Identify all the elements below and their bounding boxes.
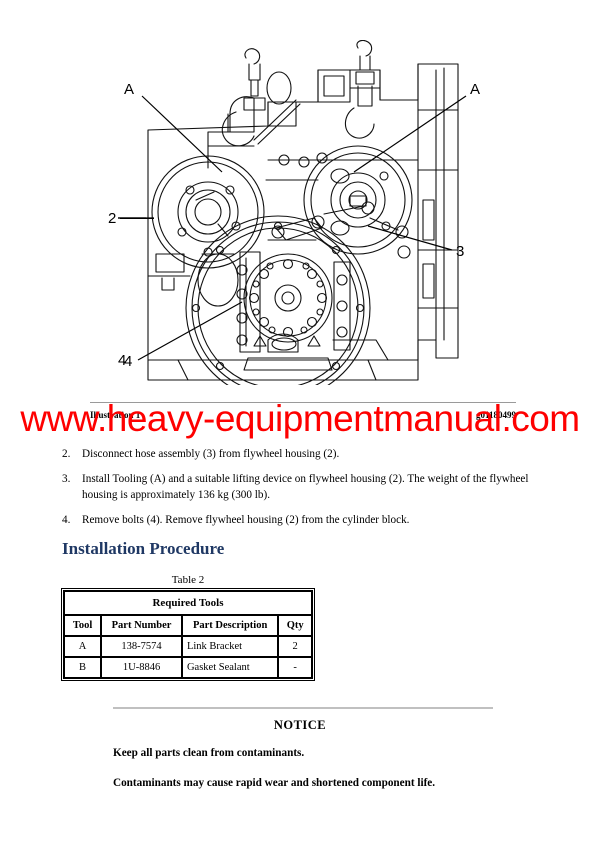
column-header-part-description: Part Description bbox=[181, 615, 279, 636]
required-tools-table-wrapper: Table 2 Required Tools Tool Part Number … bbox=[61, 574, 315, 681]
engine-illustration: A A 2 3 4 bbox=[118, 40, 483, 385]
notice-line: Keep all parts clean from contaminants. bbox=[113, 747, 305, 759]
required-tools-table: Required Tools Tool Part Number Part Des… bbox=[61, 588, 315, 681]
cell-qty: - bbox=[278, 657, 312, 678]
callout-2-leader bbox=[120, 218, 154, 219]
notice-divider bbox=[113, 707, 493, 709]
callout-2-label: 2 bbox=[108, 210, 117, 227]
column-header-part-number: Part Number bbox=[101, 615, 182, 636]
table-banner-row: Required Tools bbox=[64, 591, 312, 615]
page-title: Installation Procedure bbox=[62, 539, 225, 558]
table-caption: Table 2 bbox=[171, 574, 205, 586]
callout-4-label: 4 bbox=[118, 352, 127, 369]
caption-label: Illustration 1 bbox=[90, 410, 141, 420]
callout-labels: A A 2 3 4 bbox=[124, 81, 480, 370]
list-item: 2. Disconnect hose assembly (3) from fly… bbox=[62, 447, 530, 462]
illustration-caption: Illustration 1 g01180499 bbox=[90, 410, 516, 420]
cell-part-number: 1U-8846 bbox=[101, 657, 182, 678]
cell-qty: 2 bbox=[278, 636, 312, 657]
step-number: 3. bbox=[62, 473, 71, 486]
list-item: 3. Install Tooling (A) and a suitable li… bbox=[62, 472, 530, 503]
callout-a-right: A bbox=[470, 81, 480, 98]
column-header-tool: Tool bbox=[64, 615, 102, 636]
list-item: 4. Remove bolts (4). Remove flywheel hou… bbox=[62, 513, 530, 528]
caption-id: g01180499 bbox=[475, 410, 516, 420]
table-row: B 1U-8846 Gasket Sealant - bbox=[64, 657, 312, 678]
cell-part-description: Link Bracket bbox=[181, 636, 279, 657]
callout-leaders bbox=[118, 95, 467, 361]
step-text: Disconnect hose assembly (3) from flywhe… bbox=[82, 448, 340, 460]
cell-part-description: Gasket Sealant bbox=[181, 657, 279, 678]
cell-tool: A bbox=[64, 636, 102, 657]
notice-body: Keep all parts clean from contaminants. … bbox=[113, 746, 513, 805]
step-number: 4. bbox=[62, 514, 71, 527]
column-header-qty: Qty bbox=[278, 615, 312, 636]
notice-heading: NOTICE bbox=[273, 718, 327, 732]
step-text: Install Tooling (A) and a suitable lifti… bbox=[82, 473, 529, 501]
step-text: Remove bolts (4). Remove flywheel housin… bbox=[82, 514, 410, 527]
callout-a-left: A bbox=[124, 81, 134, 98]
step-number: 2. bbox=[62, 448, 71, 460]
flywheel-housing-drawing: A A 2 3 4 bbox=[118, 40, 480, 385]
caption-divider bbox=[90, 402, 516, 403]
cell-part-number: 138-7574 bbox=[101, 636, 182, 657]
table-banner: Required Tools bbox=[64, 591, 312, 615]
table-header-row: Tool Part Number Part Description Qty bbox=[64, 615, 312, 636]
callout-4: 4 bbox=[124, 353, 132, 370]
callout-3: 3 bbox=[456, 243, 464, 260]
procedure-steps: 2. Disconnect hose assembly (3) from fly… bbox=[62, 447, 530, 539]
cell-tool: B bbox=[64, 657, 102, 678]
table-row: A 138-7574 Link Bracket 2 bbox=[64, 636, 312, 657]
notice-line: Contaminants may cause rapid wear and sh… bbox=[113, 776, 436, 789]
